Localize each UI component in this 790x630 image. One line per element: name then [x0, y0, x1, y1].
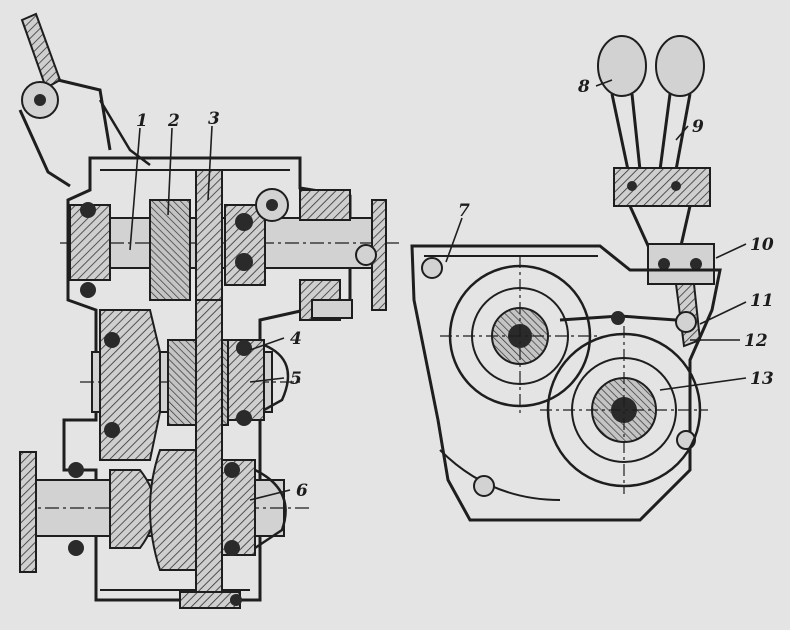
label-9: 9: [692, 117, 704, 137]
label-4: 4: [290, 329, 302, 349]
label-8: 8: [577, 77, 590, 97]
label-10: 10: [750, 235, 774, 255]
right-external-view: [410, 35, 722, 522]
label-13: 13: [750, 369, 774, 389]
label-11: 11: [750, 291, 774, 311]
label-12: 12: [744, 331, 768, 351]
label-6: 6: [296, 481, 308, 501]
left-section-view: [18, 12, 400, 609]
leader-lines: [129, 79, 747, 501]
label-2: 2: [167, 111, 180, 131]
label-1: 1: [136, 111, 148, 131]
label-7: 7: [458, 201, 470, 221]
label-3: 3: [208, 109, 220, 129]
callout-labels: 1 2 3 4 5 6 7 8 9 10 11 12 13: [136, 77, 774, 501]
label-5: 5: [290, 369, 302, 389]
